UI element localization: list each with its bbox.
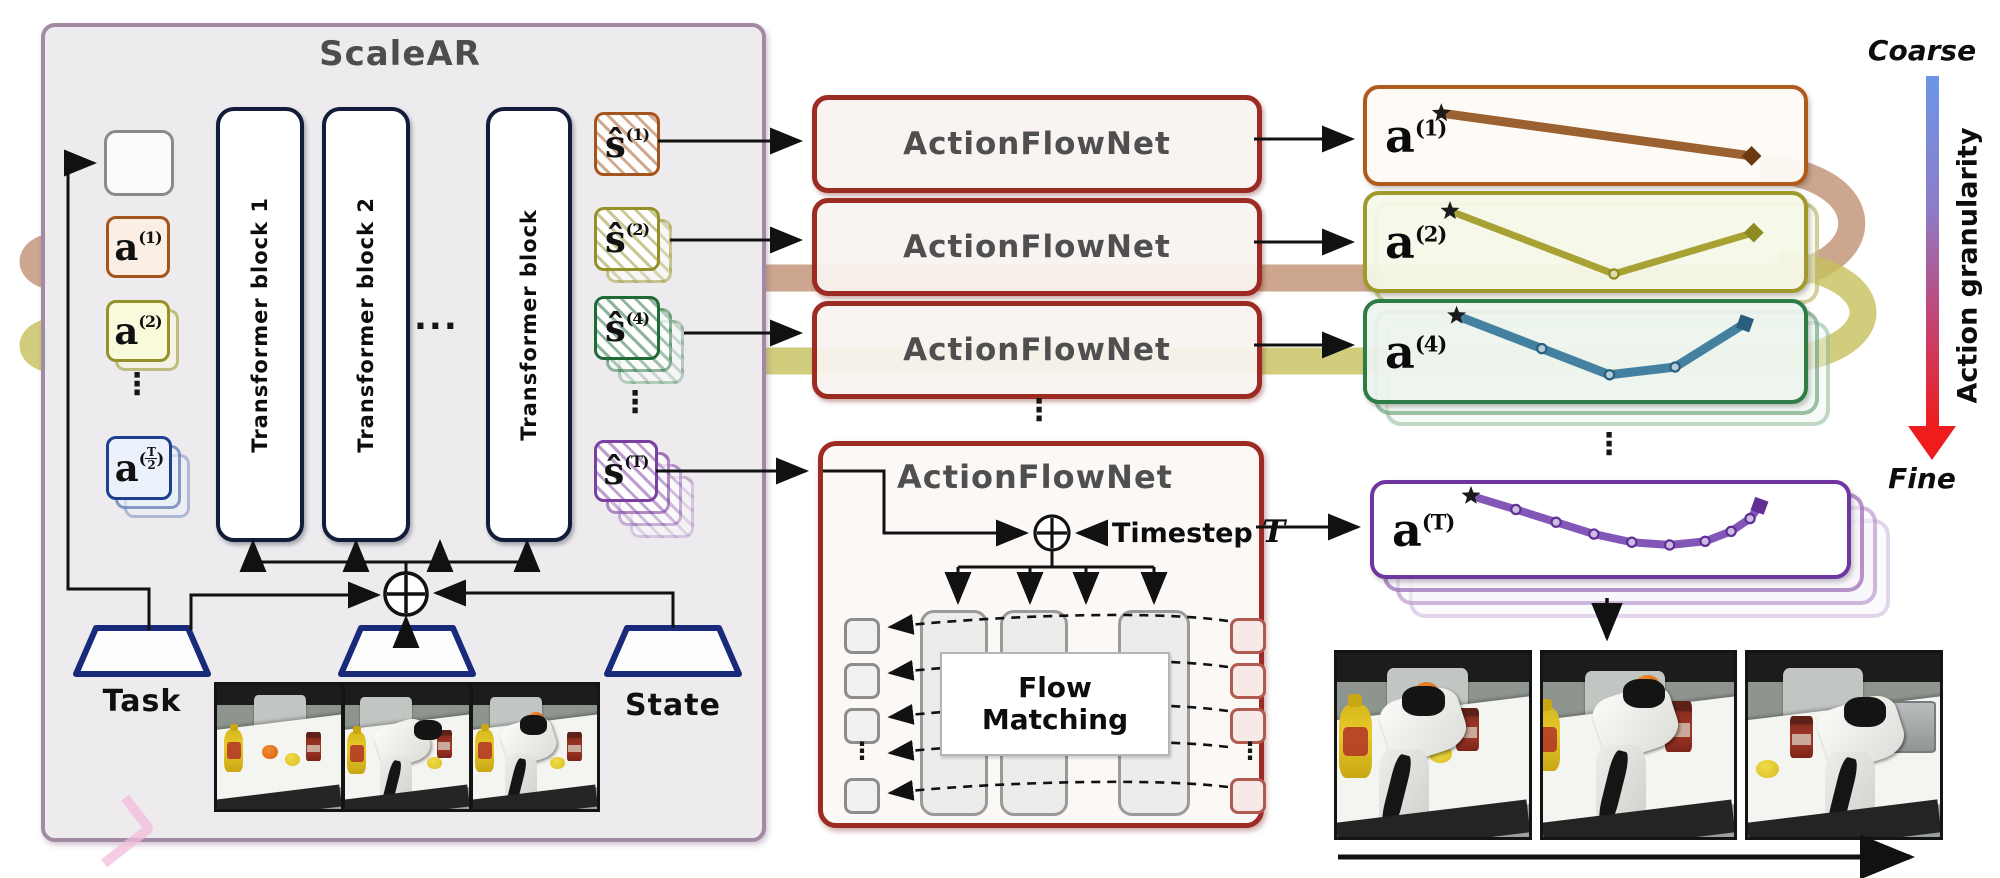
actionflownet-box-2: ActionFlowNet — [812, 198, 1262, 296]
actionflownet-ellipsis: ⋮ — [1024, 393, 1054, 428]
observation-image-3 — [470, 682, 600, 812]
state-token-s2: ŝ(2) — [594, 207, 660, 271]
input-token-a1: a(1) — [106, 216, 170, 278]
execution-image-1 — [1334, 650, 1532, 840]
coarse-label: Coarse — [1867, 34, 1977, 67]
state-label: State — [625, 688, 721, 723]
noise-square-1 — [1230, 618, 1266, 654]
action-box-a1: a(1) — [1363, 85, 1808, 186]
start-token — [104, 130, 174, 196]
blocks-ellipsis: ... — [414, 298, 459, 338]
fine-label: Fine — [1888, 462, 1956, 495]
actionflownet-box-1: ActionFlowNet — [812, 95, 1262, 193]
latent-square-2 — [844, 663, 880, 699]
granularity-axis: Action granularity — [1952, 126, 1984, 404]
action-box-ellipsis: ⋮ — [1594, 427, 1624, 462]
latent-square-4 — [844, 778, 880, 814]
noise-square-3 — [1230, 708, 1266, 744]
state-encoder — [603, 624, 743, 678]
input-token-a2: a(2) — [106, 300, 170, 362]
task-label: Task — [102, 684, 182, 719]
state-token-sT: ŝ(T) — [594, 440, 658, 502]
latent-ellipsis: ⋮ — [850, 737, 874, 765]
action-box-a4: a(4) — [1363, 299, 1808, 404]
execution-image-2 — [1540, 650, 1737, 840]
transformer-block-1: Transformer block 1 — [216, 107, 304, 542]
trajectory-aT — [1461, 485, 1769, 551]
transformer-block-n: Transformer block — [486, 107, 572, 542]
timestep-symbol: T — [1262, 514, 1286, 550]
observation-image-1 — [214, 682, 344, 812]
latent-square-3 — [844, 708, 880, 744]
task-encoder — [72, 624, 212, 678]
granularity-arrowhead — [1908, 426, 1956, 460]
latent-square-1 — [844, 618, 880, 654]
action-box-a2: a(2) — [1363, 191, 1808, 293]
noise-square-4 — [1230, 778, 1266, 814]
state-token-ellipsis: ⋮ — [620, 385, 650, 420]
flow-matching-box: Flow Matching — [940, 652, 1170, 756]
input-token-ellipsis: ⋮ — [122, 367, 152, 402]
action-box-aT: a(T) — [1370, 480, 1851, 579]
noise-square-2 — [1230, 663, 1266, 699]
noise-ellipsis: ⋮ — [1238, 737, 1262, 765]
scalear-title: ScaleAR — [319, 34, 481, 74]
transformer-block-2: Transformer block 2 — [322, 107, 410, 542]
timestep-label: Timestep T — [1112, 514, 1286, 550]
state-token-s1: ŝ(1) — [594, 112, 660, 176]
execution-image-3 — [1745, 650, 1943, 840]
actionflownet-detail-title: ActionFlowNet — [897, 458, 1173, 496]
state-token-s4: ŝ(4) — [594, 296, 660, 360]
granularity-gradient-bar — [1926, 76, 1939, 426]
observation-image-2 — [342, 682, 472, 812]
fusion-encoder — [337, 624, 477, 678]
actionflownet-box-3: ActionFlowNet — [812, 301, 1262, 399]
